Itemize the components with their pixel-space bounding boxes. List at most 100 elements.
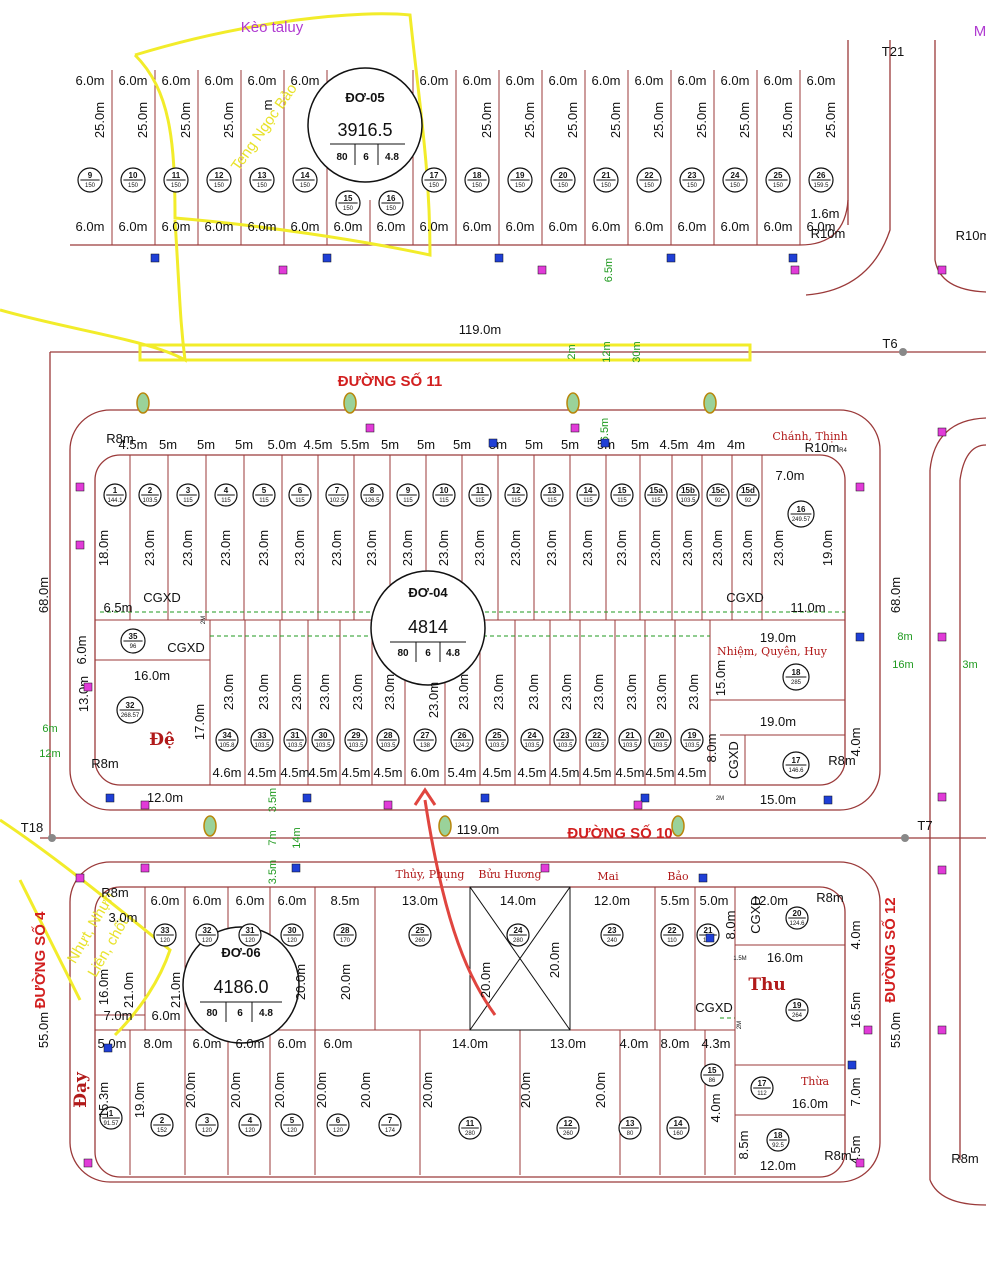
lot-area: 115 bbox=[183, 498, 193, 504]
lot-number: 20 bbox=[793, 909, 802, 918]
mid2-depth: 23.0m bbox=[559, 674, 574, 710]
bot-bottom-width: 6.0m bbox=[193, 1036, 222, 1051]
blue-marker bbox=[788, 253, 798, 263]
top-width-lower: 6.0m bbox=[334, 219, 363, 234]
lamp-icon bbox=[703, 392, 717, 414]
svg-text:R8m: R8m bbox=[824, 1148, 851, 1163]
top-depth: 25.0m bbox=[565, 102, 580, 138]
lot-area: 280 bbox=[513, 938, 524, 944]
bot-dim-20-b: 20.0m bbox=[478, 962, 493, 998]
mid-width: 5.0m bbox=[268, 437, 297, 452]
lot-number: 15b bbox=[681, 486, 695, 495]
lot-number: 24 bbox=[731, 171, 740, 180]
lot-area: 152 bbox=[157, 1128, 168, 1134]
mid-width-7: 7.0m bbox=[776, 468, 805, 483]
lot-area: 103.5 bbox=[589, 743, 605, 749]
bot-dim-16: 16.0m bbox=[96, 969, 111, 1005]
top-depth: 25.0m bbox=[823, 102, 838, 138]
bot-dim-3: 3.0m bbox=[109, 910, 138, 925]
bot-dim-6: 6.0m bbox=[152, 1008, 181, 1023]
blue-marker bbox=[600, 438, 610, 448]
mid-depth: 23.0m bbox=[710, 530, 725, 566]
mid2-width: 4.5m bbox=[583, 765, 612, 780]
bot-top-width: 5.0m bbox=[700, 893, 729, 908]
bot-dim-7: 7.0m bbox=[104, 1008, 133, 1023]
lot-number: 26 bbox=[817, 171, 826, 180]
mid2-depth: 23.0m bbox=[350, 674, 365, 710]
pink-marker bbox=[937, 865, 947, 875]
bot-dim-7b: 7.0m bbox=[848, 1078, 863, 1107]
lot-number: 11 bbox=[476, 486, 485, 495]
mid2-depth: 23.0m bbox=[591, 674, 606, 710]
top-width-upper: 6.0m bbox=[463, 73, 492, 88]
dim-68-left: 68.0m bbox=[36, 577, 51, 613]
lot-area: 103.5 bbox=[684, 743, 700, 749]
pink-marker bbox=[75, 482, 85, 492]
top-depth: 25.0m bbox=[780, 102, 795, 138]
mid2-dim-6: 6.0m bbox=[74, 636, 89, 665]
block-label-do06: ĐƠ-06 4186.0 80 6 4.8 bbox=[182, 926, 300, 1044]
svg-text:6: 6 bbox=[363, 152, 369, 163]
mid2-width: 4.5m bbox=[309, 765, 338, 780]
lot-number: 35 bbox=[129, 632, 138, 641]
svg-text:2M: 2M bbox=[716, 796, 724, 802]
lot-area: 159.5 bbox=[813, 183, 829, 189]
middle-lot-lines bbox=[95, 455, 845, 785]
bot-dim-20-lower: 20.0m bbox=[420, 1072, 435, 1108]
lot-area: 92 bbox=[715, 498, 722, 504]
bot-dim-12: 12.0m bbox=[760, 1158, 796, 1173]
bot-bottom-width: 8.0m bbox=[144, 1036, 173, 1051]
pink-marker bbox=[855, 482, 865, 492]
lamp-icon bbox=[343, 392, 357, 414]
top-depth: 25.0m bbox=[737, 102, 752, 138]
top-width-lower: 6.0m bbox=[764, 219, 793, 234]
lot-area: 105.8 bbox=[219, 743, 235, 749]
mid-depth-last: 23.0m bbox=[771, 530, 786, 566]
bot-top-width: 6.0m bbox=[236, 893, 265, 908]
pink-marker bbox=[863, 1025, 873, 1035]
svg-text:Mai: Mai bbox=[597, 870, 619, 883]
lot-number: 10 bbox=[440, 486, 449, 495]
lot-number: 15a bbox=[649, 486, 663, 495]
lot-number: 3 bbox=[205, 1116, 210, 1125]
svg-text:3.5m: 3.5m bbox=[267, 860, 279, 884]
lot-number: 1 bbox=[113, 486, 118, 495]
lot-number: 19 bbox=[688, 731, 697, 740]
lot-area: 115 bbox=[403, 498, 413, 504]
lot-number: 7 bbox=[388, 1116, 393, 1125]
mid-width: 5m bbox=[381, 437, 399, 452]
bot-dim-20: 20.0m bbox=[547, 942, 562, 978]
mid-depth: 23.0m bbox=[614, 530, 629, 566]
mid2-width: 6.0m bbox=[411, 765, 440, 780]
top-lot-lines bbox=[111, 70, 801, 245]
svg-text:12m: 12m bbox=[601, 341, 613, 362]
block-label-do05: ĐƠ-05 3916.5 80 6 4.8 bbox=[307, 67, 423, 183]
top-width-lower: 6.0m bbox=[248, 219, 277, 234]
svg-text:4.8: 4.8 bbox=[446, 648, 460, 659]
pink-marker bbox=[937, 632, 947, 642]
lot-area: 120 bbox=[287, 938, 298, 944]
lot-area: 120 bbox=[160, 938, 171, 944]
blue-marker bbox=[847, 1060, 857, 1070]
pink-marker bbox=[537, 265, 547, 275]
lot-area: 249.57 bbox=[792, 517, 811, 523]
mid-depth: 23.0m bbox=[508, 530, 523, 566]
lot-number: 8 bbox=[370, 486, 375, 495]
lot-number: 15 bbox=[344, 194, 353, 203]
mid-depth: 23.0m bbox=[142, 530, 157, 566]
svg-text:ĐƠ-05: ĐƠ-05 bbox=[345, 90, 384, 105]
pink-marker bbox=[937, 265, 947, 275]
mid-width: 4.5m bbox=[119, 437, 148, 452]
svg-text:2M: 2M bbox=[201, 616, 207, 624]
top-depth: 25.0m bbox=[694, 102, 709, 138]
lot-number: 20 bbox=[559, 171, 568, 180]
top-depth: 25.0m bbox=[479, 102, 494, 138]
svg-text:4.8: 4.8 bbox=[259, 1008, 273, 1019]
lot-number: 25 bbox=[416, 926, 425, 935]
lot-number: 21 bbox=[602, 171, 611, 180]
lot-number: 11 bbox=[466, 1119, 475, 1128]
lot-area: 103.5 bbox=[315, 743, 331, 749]
